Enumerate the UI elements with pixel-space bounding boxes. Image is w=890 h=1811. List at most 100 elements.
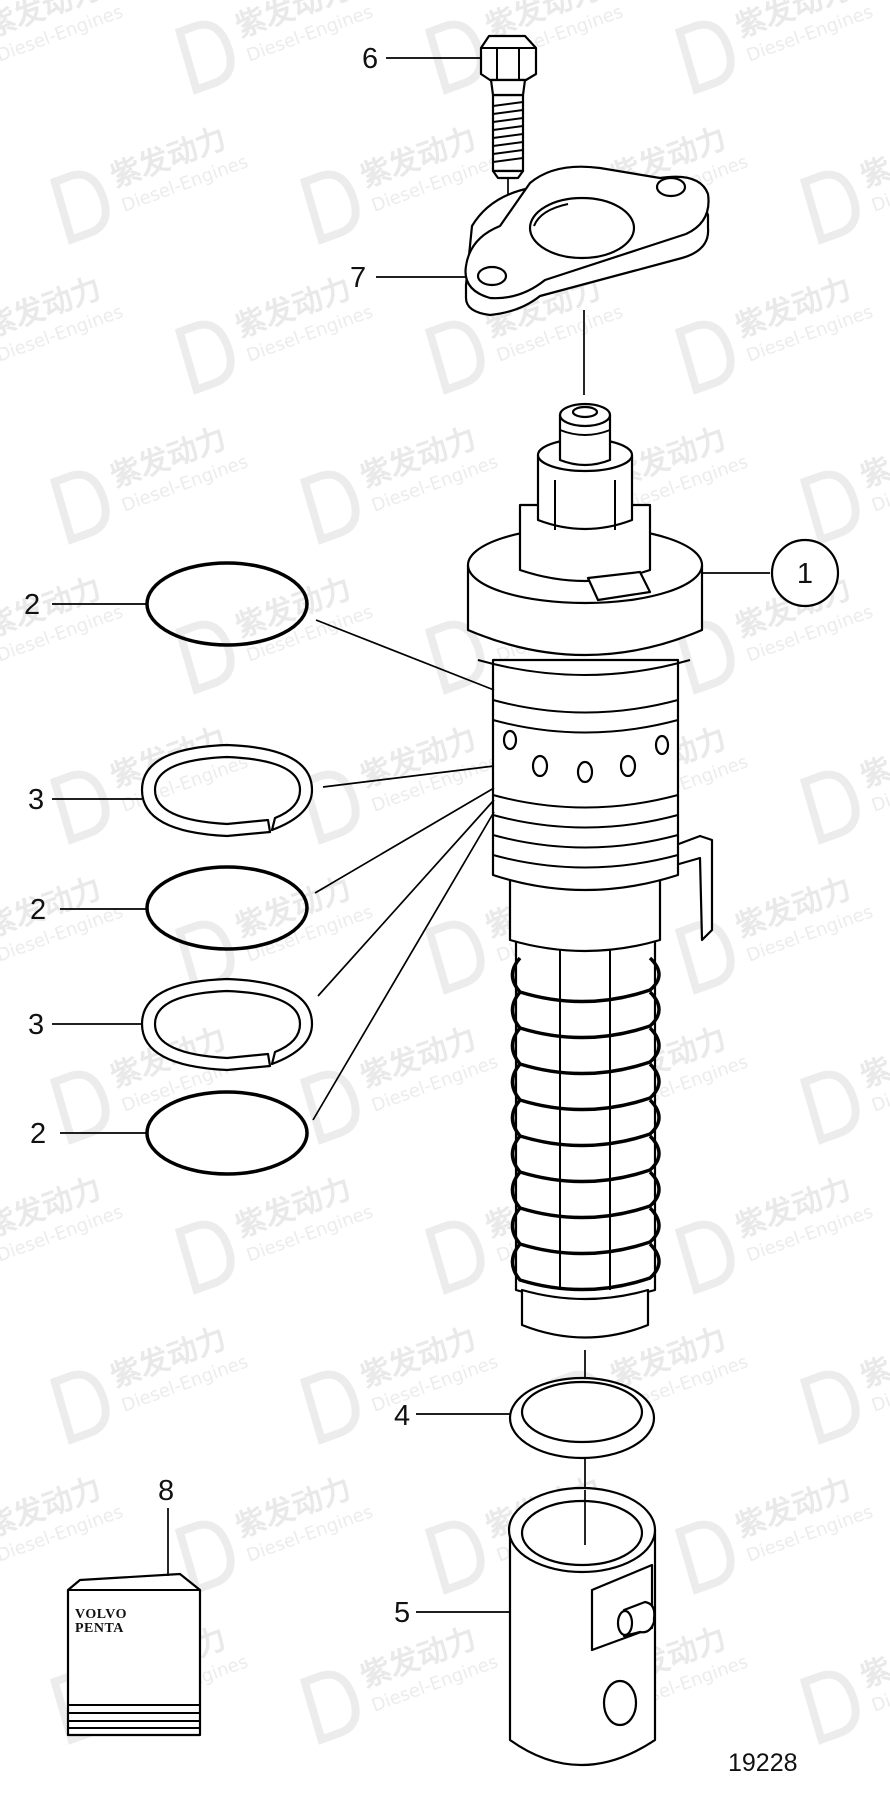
watermark-logo-icon (174, 20, 235, 95)
watermark-text-cn: 紫发动力 (856, 721, 890, 795)
o-ring-3 (145, 1090, 309, 1176)
spring-assembly (510, 898, 661, 1339)
watermark-logo-icon (49, 470, 110, 545)
bolt-part (479, 34, 538, 245)
watermark-logo-icon (49, 170, 110, 245)
watermark-text-cn: 紫发动力 (856, 1321, 890, 1395)
watermark-text-cn: 紫发动力 (856, 121, 890, 195)
watermark-logo-icon (424, 1220, 485, 1295)
watermark-logo-icon (674, 1520, 735, 1595)
watermark-logo-icon (799, 470, 860, 545)
spring-coils (510, 956, 661, 1292)
callout-2-top: 2 (24, 589, 40, 621)
watermark-logo-icon (49, 1370, 110, 1445)
pump-element-part (466, 402, 714, 1339)
watermark-logo-icon (799, 1070, 860, 1145)
split-ring-2 (140, 977, 314, 1072)
callout-3-bottom: 3 (28, 1009, 44, 1041)
watermark-logo-icon (674, 320, 735, 395)
split-ring-1 (140, 743, 314, 838)
watermark-logo-icon (674, 620, 735, 695)
watermark-logo-icon (49, 1070, 110, 1145)
watermark-text-cn: 紫发动力 (856, 1021, 890, 1095)
callout-6: 6 (362, 43, 378, 75)
watermark-logo-icon (424, 1520, 485, 1595)
callout-leaders (52, 57, 840, 1613)
washer-part (508, 1350, 656, 1490)
seal-leader-lines (312, 619, 495, 1121)
watermark-text-cn: 紫发动力 (856, 421, 890, 495)
callout-circle-1 (770, 538, 840, 608)
callout-4: 4 (394, 1400, 410, 1432)
figure-number: 19228 (728, 1749, 798, 1777)
watermark-logo-icon (299, 1070, 360, 1145)
watermark-logo-icon (424, 20, 485, 95)
watermark-logo-icon (799, 170, 860, 245)
barrel-ports (502, 729, 670, 784)
watermark-text-cn: 紫发动力 (856, 1621, 890, 1695)
watermark-logo-icon (174, 1520, 235, 1595)
watermark-logo-icon (424, 620, 485, 695)
callout-2-middle: 2 (30, 894, 46, 926)
watermark-logo-icon (299, 1670, 360, 1745)
watermark-logo-icon (299, 770, 360, 845)
callout-7: 7 (350, 262, 366, 294)
callout-1: 1 (797, 558, 813, 590)
watermark-logo-icon (424, 320, 485, 395)
o-ring-2 (145, 865, 309, 951)
callout-labels: 6 7 1 2 3 2 3 2 4 8 5 19228 (24, 43, 813, 1777)
watermark-logo-icon (799, 1370, 860, 1445)
watermark-logo-icon (799, 1670, 860, 1745)
callout-8: 8 (158, 1475, 174, 1507)
watermark-logo-icon (299, 170, 360, 245)
kit-label-volvo: VOLVO (75, 1607, 127, 1622)
flange-part (464, 165, 710, 395)
gasket-kit-part: VOLVO PENTA (66, 1572, 202, 1737)
bolt-thread-lines (492, 101, 524, 163)
watermark-logo-icon (799, 770, 860, 845)
watermark-logo-icon (299, 470, 360, 545)
watermark-logo-icon (174, 320, 235, 395)
tappet-part (507, 1486, 657, 1766)
callout-5: 5 (394, 1597, 410, 1629)
watermark-logo-icon (299, 1370, 360, 1445)
callout-3-top: 3 (28, 784, 44, 816)
watermark-logo-icon (674, 20, 735, 95)
callout-2-bottom: 2 (30, 1118, 46, 1150)
watermark-logo-icon (49, 770, 110, 845)
kit-label-penta: PENTA (75, 1621, 124, 1636)
watermark-logo-icon (674, 1220, 735, 1295)
watermark-logo-icon (174, 620, 235, 695)
watermark-logo-icon (424, 920, 485, 995)
